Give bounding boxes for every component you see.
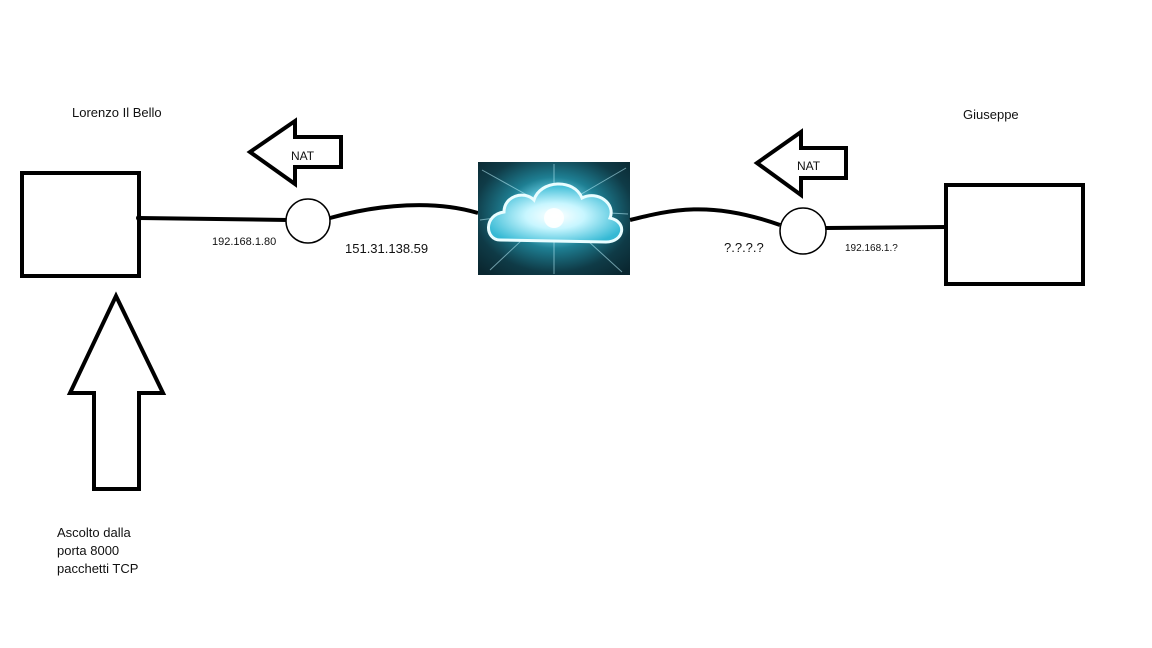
right-internet-link [629,207,781,227]
left-host-link [138,216,289,222]
note-line-2: porta 8000 [57,543,119,558]
left-link-dot [136,215,142,221]
left-nat-label: NAT [291,149,315,163]
note-line-1: Ascolto dalla [57,525,131,540]
left-router-node [285,198,331,244]
cloud-icon [478,162,630,275]
up-arrow [66,291,167,491]
left-internet-link [329,203,479,220]
right-host-link [825,225,947,230]
right-public-ip: ?.?.?.? [724,240,764,255]
left-host-box [20,171,141,278]
right-nat-arrow [753,128,848,199]
left-host-name: Lorenzo Il Bello [72,105,162,120]
right-host-name: Giuseppe [963,107,1019,122]
left-local-ip: 192.168.1.80 [212,236,276,248]
right-local-ip: 192.168.1.? [845,243,898,254]
left-public-ip: 151.31.138.59 [345,241,428,256]
right-router-node [779,207,827,255]
left-nat-arrow [246,117,343,188]
right-nat-label: NAT [797,159,821,173]
note-line-3: pacchetti TCP [57,561,138,576]
right-host-box [944,183,1085,286]
